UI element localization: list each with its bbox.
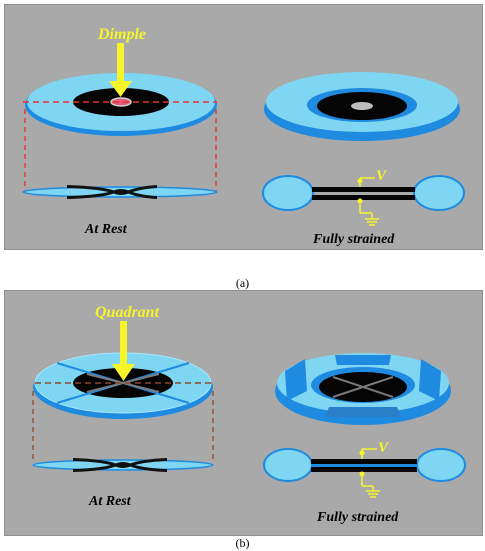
- caption-b: (b): [235, 536, 250, 550]
- dimple-disc-top-view: [25, 73, 217, 136]
- panel-b-diagram: Quadrant At Rest: [32, 304, 466, 525]
- dimple-label: Dimple: [97, 26, 146, 43]
- strained-quadrant-disc: [275, 353, 451, 425]
- strained-label-b: Fully strained: [316, 510, 399, 525]
- quadrant-pointer-arrow: [112, 321, 135, 381]
- quadrant-disc-top-view: [33, 352, 213, 419]
- rest-side-view-b: [32, 458, 214, 472]
- panel-a-diagram: Dimple At Rest: [22, 26, 465, 247]
- panel-b: Quadrant At Rest: [4, 290, 483, 536]
- dimple-pointer-arrow: [109, 43, 132, 97]
- voltage-label-b: V: [378, 440, 390, 456]
- rest-label-a: At Rest: [84, 222, 128, 237]
- strained-label-a: Fully strained: [312, 232, 395, 247]
- voltage-label-a: V: [376, 168, 388, 184]
- strained-side-view-b: [263, 448, 466, 498]
- strained-disc-top-view: [264, 72, 460, 141]
- rest-label-b: At Rest: [88, 494, 132, 509]
- quadrant-label: Quadrant: [95, 304, 160, 321]
- rest-side-view: [22, 185, 218, 199]
- panel-a: Dimple At Rest: [4, 4, 483, 250]
- strained-side-view: [262, 175, 465, 226]
- caption-a: (a): [235, 276, 250, 290]
